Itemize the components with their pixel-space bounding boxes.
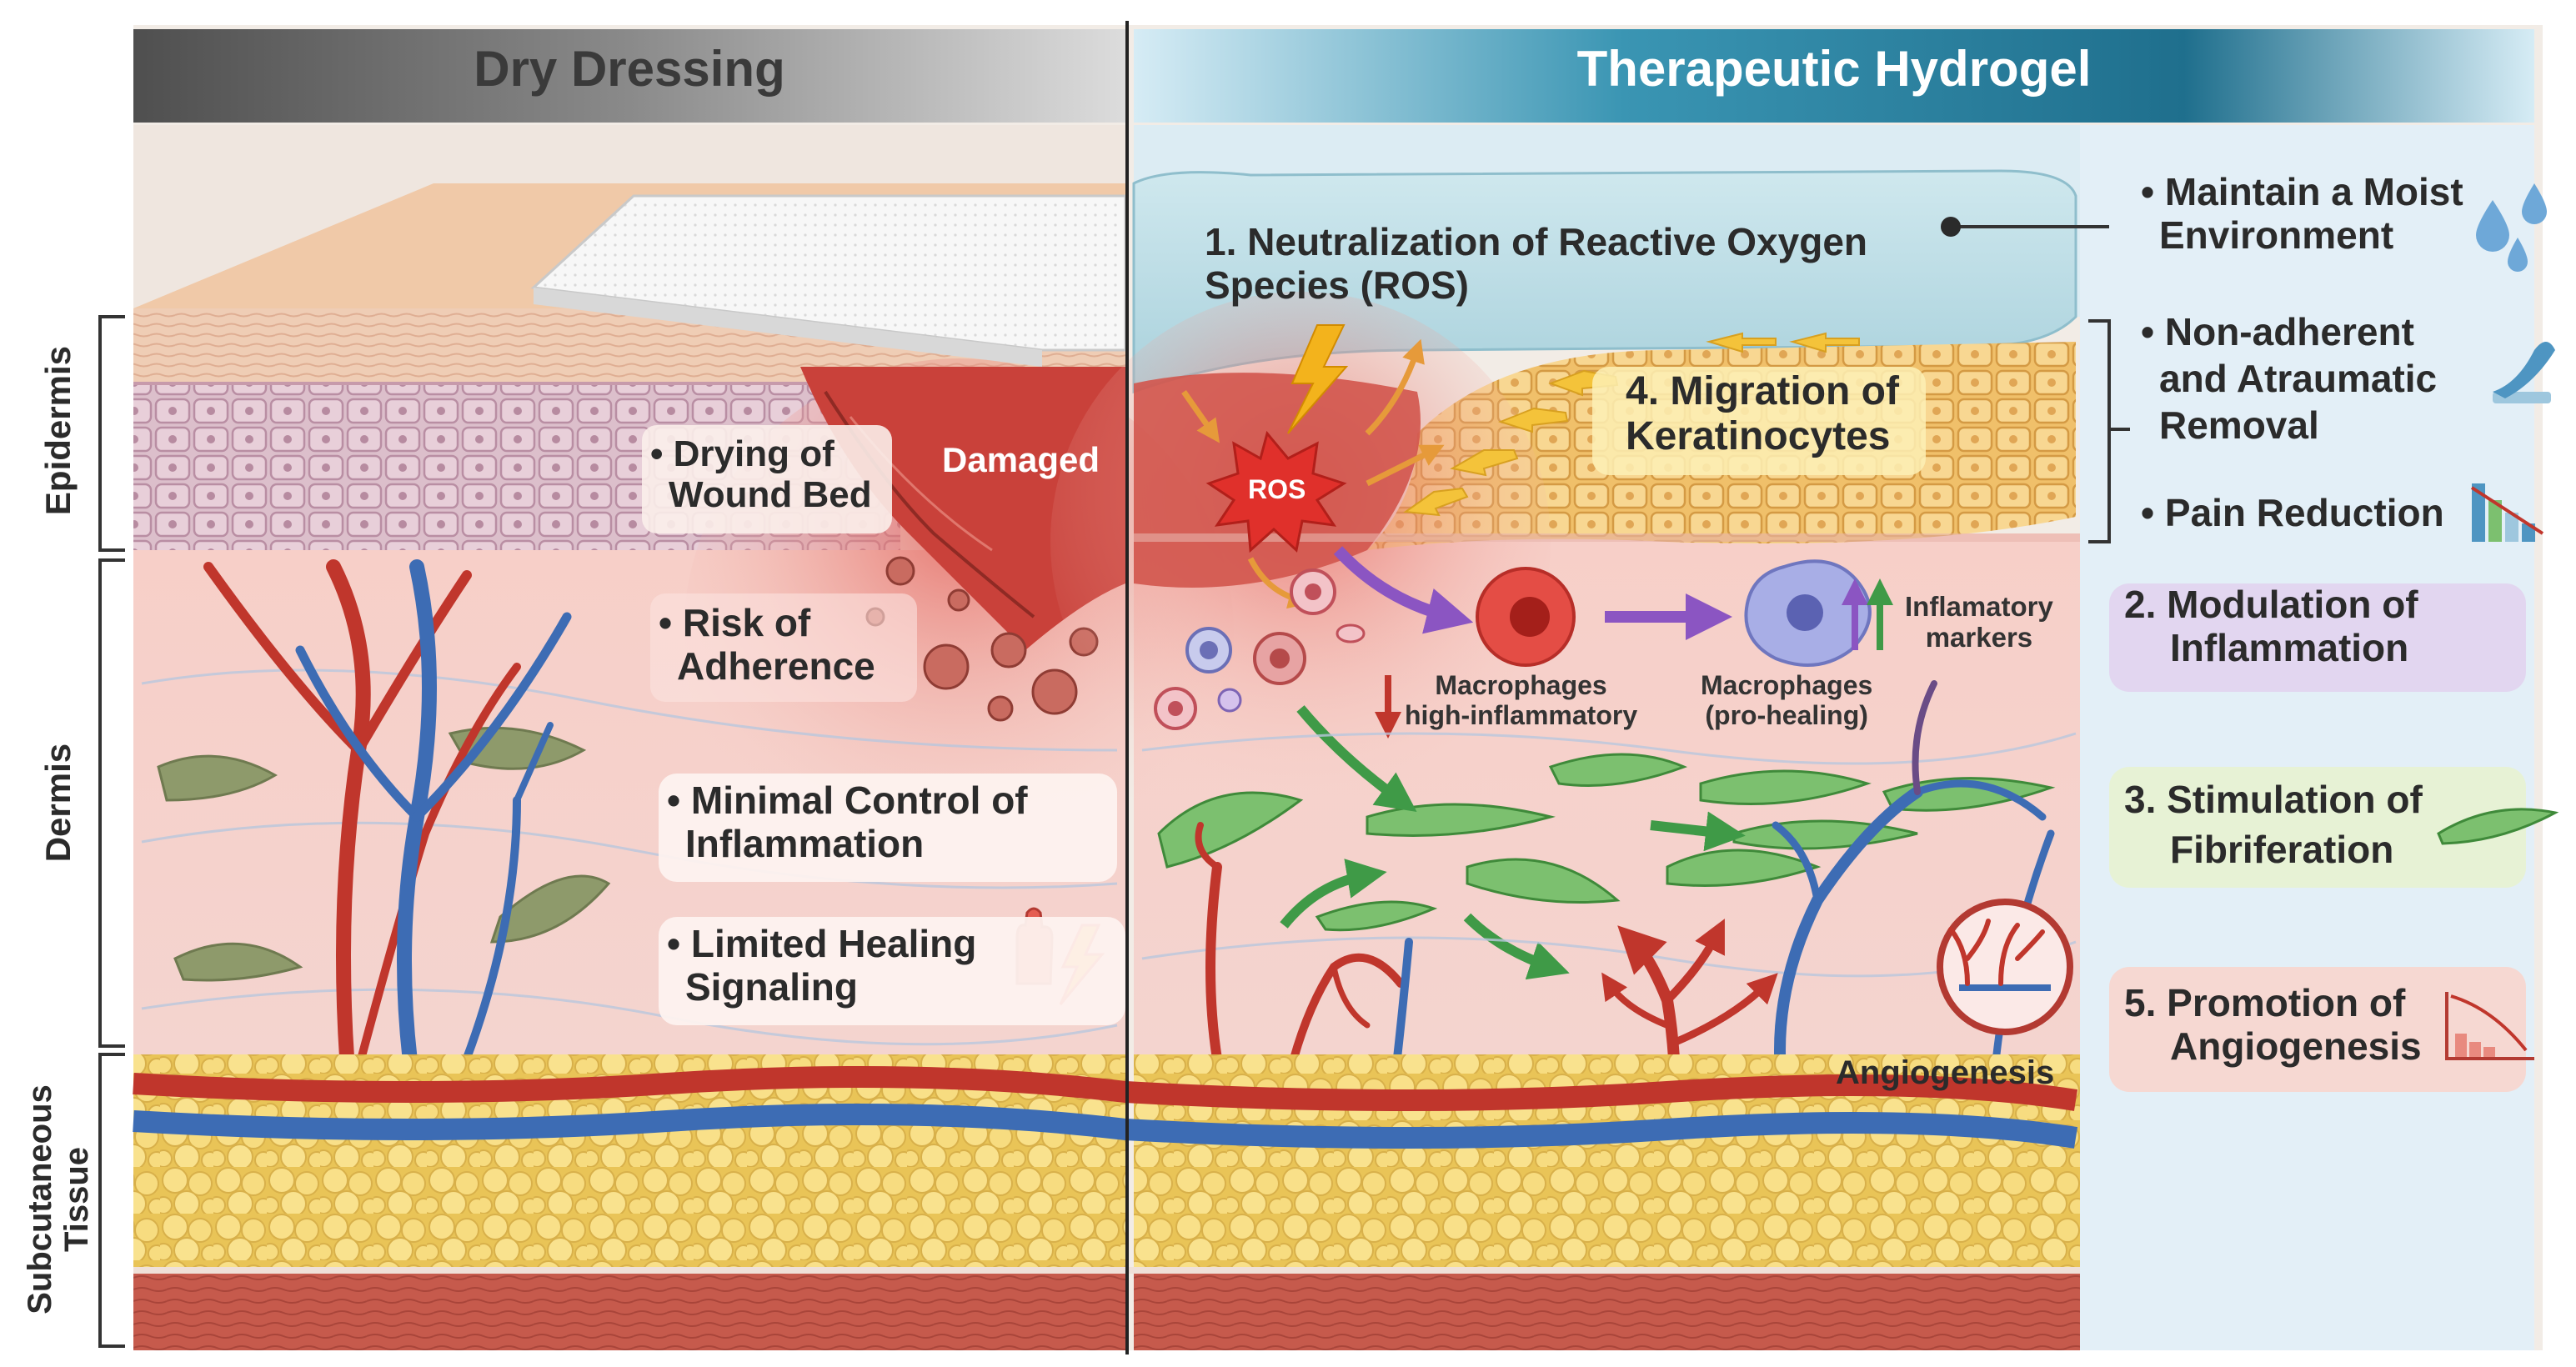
label-nonadh-line1: • Non-adherent — [2141, 310, 2414, 353]
vessel-circle-icon — [1937, 899, 2073, 1035]
label-adherence-line2: Adherence — [677, 643, 875, 688]
label-drying-wound-bed: • Drying of Wound Bed — [650, 433, 872, 516]
label-kera-line1: 4. Migration of — [1626, 369, 1899, 413]
label-healing-line2: Signaling — [685, 964, 858, 1009]
label-markers-line2: markers — [1925, 621, 2033, 653]
stimulation-box — [2109, 767, 2526, 888]
muscle-right — [1134, 1271, 2080, 1350]
label-stimulation-line1: 3. Stimulation of — [2124, 778, 2423, 821]
label-modulation-line1: 2. Modulation of — [2124, 583, 2418, 626]
label-macro-high-line2: high-inflammatory — [1405, 699, 1638, 730]
layer-label-subcutaneous-line2: Tissue — [58, 1147, 95, 1252]
label-macrophages-pro: Macrophages (pro-healing) — [1701, 670, 1873, 731]
main-vein — [133, 1104, 2078, 1149]
side-panel-bg — [2080, 125, 2534, 1350]
label-markers-line1: Inflamatory — [1905, 591, 2053, 622]
header-therapeutic-hydrogel: Therapeutic Hydrogel — [1576, 41, 2092, 97]
label-angiogenesis: Angiogenesis — [1836, 1054, 2055, 1091]
label-neutralization-ros: 1. Neutralization of Reactive Oxygen Spe… — [1205, 220, 1868, 307]
label-stimulation-line2: Fibriferation — [2170, 827, 2394, 871]
label-macro-pro-line1: Macrophages — [1701, 670, 1873, 700]
label-migration-keratinocytes: 4. Migration of Keratinocytes — [1626, 369, 1899, 459]
immune-cells — [1154, 568, 1366, 730]
fibroblasts-left — [157, 726, 611, 982]
label-macrophages-high: Macrophages high-inflammatory — [1405, 670, 1638, 731]
label-non-adherent: • Non-adherent and Atraumatic Removal — [2141, 308, 2437, 448]
label-healing-line1: • Limited Healing — [667, 922, 977, 965]
label-moist-line1: • Maintain a Moist — [2141, 170, 2463, 213]
fibroblast-icon — [2437, 808, 2559, 845]
label-ros-badge: ROS — [1248, 474, 1306, 504]
bar-chart-icon — [2470, 483, 2544, 542]
label-risk-of-adherence: • Risk of Adherence — [659, 601, 875, 688]
layer-label-dermis: Dermis — [38, 743, 78, 863]
label-adherence-line1: • Risk of — [659, 601, 811, 644]
header-dry-dressing: Dry Dressing — [474, 41, 785, 97]
label-promotion-angiogenesis: 5. Promotion of Angiogenesis — [2124, 981, 2422, 1068]
label-ros-line2: Species (ROS) — [1205, 263, 1469, 307]
label-pain-reduction: • Pain Reduction — [2141, 491, 2444, 534]
label-inflammatory-markers: Inflamatory markers — [1905, 591, 2053, 653]
label-minimal-line1: • Minimal Control of — [667, 779, 1028, 822]
label-minimal-control: • Minimal Control of Inflammation — [667, 779, 1028, 865]
label-drying-line1: • Drying of — [650, 433, 834, 474]
header-left-bar — [133, 29, 1125, 123]
label-modulation-line2: Inflammation — [2170, 625, 2409, 669]
fibroblasts-right — [1157, 753, 2056, 932]
label-ros-line1: 1. Neutralization of Reactive Oxygen — [1205, 220, 1868, 263]
label-minimal-line2: Inflammation — [685, 821, 925, 865]
label-stimulation-fibriferation: 3. Stimulation of Fibriferation — [2124, 775, 2423, 875]
peel-strip-icon — [2493, 342, 2555, 403]
label-nonadh-line3: Removal — [2159, 403, 2319, 448]
header-right-bar — [1134, 29, 2534, 123]
label-kera-line2: Keratinocytes — [1626, 413, 1891, 458]
modulation-box — [2109, 583, 2526, 692]
label-promotion-line2: Angiogenesis — [2170, 1024, 2422, 1068]
ros-star-icon — [1205, 430, 1347, 553]
label-macro-pro-line2: (pro-healing) — [1705, 699, 1868, 730]
label-promotion-line1: 5. Promotion of — [2124, 981, 2406, 1024]
layer-label-subcutaneous: Subcutaneous Tissue — [22, 1074, 95, 1324]
label-maintain-moist: • Maintain a Moist Environment — [2141, 170, 2463, 257]
label-nonadh-line2: and Atraumatic — [2159, 357, 2438, 401]
layer-label-epidermis: Epidermis — [38, 346, 78, 516]
promotion-box — [2109, 967, 2526, 1092]
main-artery — [133, 1066, 2078, 1111]
lightning-icon — [1287, 324, 1349, 434]
layer-label-subcutaneous-line1: Subcutaneous — [22, 1084, 58, 1314]
label-drying-line2: Wound Bed — [669, 474, 872, 516]
label-modulation-inflammation: 2. Modulation of Inflammation — [2124, 583, 2418, 669]
label-damaged: Damaged — [942, 440, 1100, 479]
label-moist-line2: Environment — [2159, 213, 2394, 257]
water-drop-icon — [2476, 183, 2547, 272]
angiogenesis-chart-icon — [2445, 992, 2534, 1060]
label-limited-healing: • Limited Healing Signaling — [667, 922, 977, 1009]
label-macro-high-line1: Macrophages — [1435, 670, 1607, 700]
blood-vessels-left — [203, 559, 572, 1116]
muscle-left — [133, 1271, 1125, 1350]
layer-brackets — [98, 315, 125, 1348]
